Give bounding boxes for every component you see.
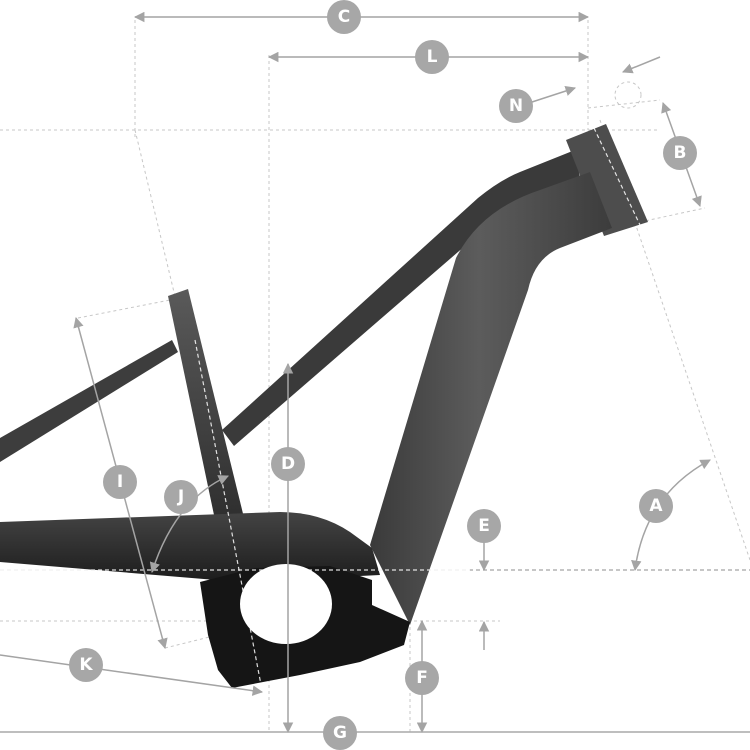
down-tube: [370, 172, 612, 625]
label-K-text: K: [79, 655, 93, 675]
seat-stay: [0, 340, 178, 462]
label-E: E: [467, 509, 501, 543]
label-B-text: B: [674, 143, 687, 163]
label-L: L: [415, 40, 449, 74]
label-N: N: [499, 89, 533, 123]
label-G-text: G: [333, 723, 347, 743]
label-N-text: N: [509, 96, 523, 116]
label-F: F: [405, 661, 439, 695]
bottom-bracket-opening: [240, 564, 332, 644]
label-D-text: D: [281, 454, 295, 474]
label-A: A: [639, 489, 673, 523]
seat-tube: [168, 289, 247, 534]
label-I-text: I: [117, 472, 123, 492]
label-A-text: A: [649, 496, 663, 516]
label-E-text: E: [478, 516, 490, 536]
label-G: G: [323, 716, 357, 750]
label-J-text: J: [177, 487, 184, 507]
top-tube: [222, 150, 580, 446]
label-C: C: [327, 0, 361, 34]
bike-frame: [0, 124, 648, 691]
label-D: D: [271, 447, 305, 481]
label-K: K: [69, 648, 103, 682]
label-J: J: [164, 480, 198, 514]
label-F-text: F: [416, 668, 428, 688]
label-I: I: [103, 465, 137, 499]
label-B: B: [663, 136, 697, 170]
label-C-text: C: [338, 7, 350, 27]
label-L-text: L: [427, 47, 438, 67]
head-tube: [566, 124, 648, 236]
